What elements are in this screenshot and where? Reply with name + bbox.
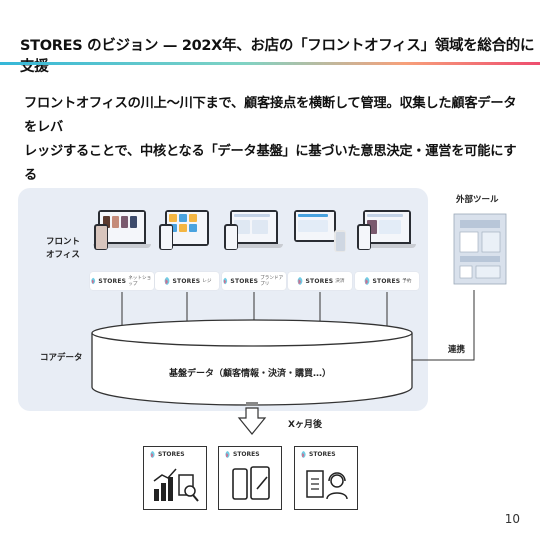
base-data-text: 基盤データ（顧客情報・決済・購買…） — [168, 369, 331, 379]
app-brand-app: STORES ブランドアプリ — [222, 206, 286, 296]
tablet-phone-icon — [232, 466, 270, 500]
payment-badge: STORES 決済 — [288, 272, 352, 290]
app-netshop: STORES ネットショップ — [90, 206, 154, 296]
external-tools-label: 外部ツール — [456, 195, 499, 205]
document-support-icon — [306, 470, 348, 500]
payment-devices-icon — [288, 206, 352, 266]
front-office-label: フロント オフィス — [46, 237, 81, 260]
future-card-devices: STORES — [218, 446, 282, 510]
external-tools-illustration-icon — [453, 213, 507, 285]
lead-text: フロントオフィスの川上〜川下まで、顧客接点を横断して管理。収集した顧客データをレ… — [24, 92, 524, 188]
register-badge: STORES レジ — [155, 272, 219, 290]
reservation-devices-icon — [355, 206, 419, 266]
page-number: 10 — [504, 512, 520, 526]
stores-logo-icon — [364, 277, 369, 285]
core-data-label: コアデータ — [40, 353, 83, 363]
reservation-badge: STORES 予約 — [355, 272, 419, 290]
netshop-devices-icon — [90, 206, 154, 266]
future-card-analytics: STORES — [143, 446, 207, 510]
stores-logo-icon — [297, 277, 302, 285]
title-gradient-rule — [0, 62, 540, 65]
stores-logo-icon — [223, 277, 228, 285]
stores-logo-icon — [225, 451, 230, 458]
stores-logo-icon — [301, 451, 306, 458]
brand-app-devices-icon — [222, 206, 286, 266]
core-data-cylinder — [91, 319, 413, 406]
months-later-label: Xヶ月後 — [288, 420, 322, 430]
app-reservation: STORES 予約 — [355, 206, 419, 296]
app-payment: STORES 決済 — [288, 206, 352, 296]
stores-logo-icon — [150, 451, 155, 458]
down-arrow-icon — [237, 402, 267, 435]
integration-label: 連携 — [448, 345, 466, 355]
stores-logo-icon — [91, 277, 96, 285]
future-card-support: STORES — [294, 446, 358, 510]
lead-line-1: フロントオフィスの川上〜川下まで、顧客接点を横断して管理。収集した顧客データをレ… — [24, 96, 517, 135]
stores-logo-icon — [164, 277, 169, 285]
lead-line-2: レッジすることで、中核となる「データ基盤」に基づいた意思決定・運営を可能にする — [24, 144, 517, 183]
analytics-search-icon — [153, 468, 199, 502]
brand-app-badge: STORES ブランドアプリ — [222, 272, 286, 290]
netshop-badge: STORES ネットショップ — [90, 272, 154, 290]
register-devices-icon — [155, 206, 219, 266]
app-register: STORES レジ — [155, 206, 219, 296]
